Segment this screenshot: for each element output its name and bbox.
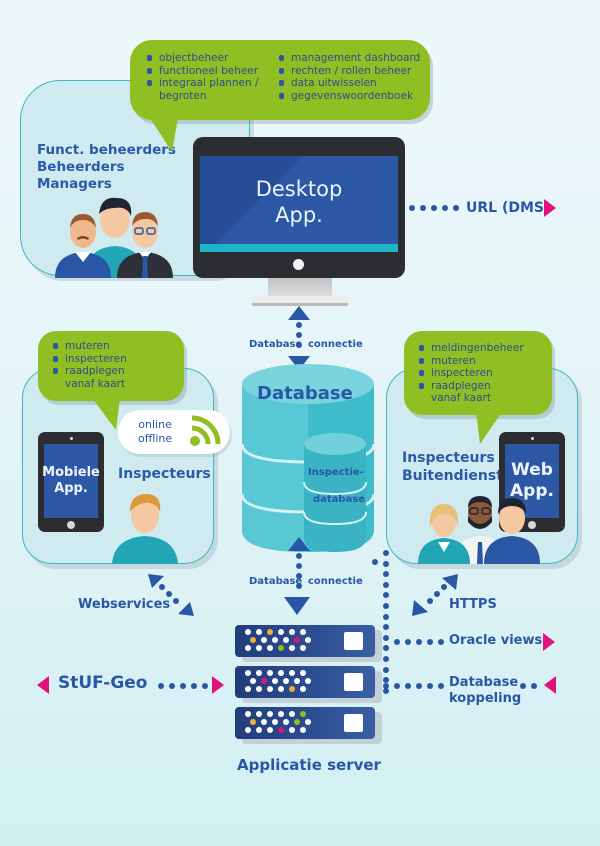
role-funct-beheerders: Funct. beheerders [37,142,176,158]
oracle-views-dots [394,639,444,645]
feature-item: integraal plannen / [146,77,259,90]
desktop-roles: Funct. beheerders Beheerders Managers [37,142,176,193]
arrow-down-icon [284,597,310,615]
cloud-offline-label: offline [138,432,173,445]
desktop-features-bubble: objectbeheer functioneel beheer integraa… [130,40,430,120]
feature-item: raadplegen [418,380,524,393]
webservices-connector [148,574,194,616]
url-connector-dots [409,205,459,211]
mobile-features-bubble: muteren inspecteren raadplegen vanaf kaa… [38,331,184,401]
screen-teal-bar [200,244,398,252]
oracle-views-label[interactable]: Oracle views [449,633,543,648]
feature-item: data uitwisselen [278,77,420,90]
desktop-monitor: Desktop App. [193,137,405,278]
db-koppeling-arrow-left-icon [544,676,556,694]
feature-item: management dashboard [278,52,420,65]
feature-item: muteren [52,340,127,353]
web-features-bubble: meldingenbeheer muteren inspecteren raad… [404,331,552,415]
monitor-stand [268,278,332,296]
bubble-tail [92,398,120,430]
arrow-up-icon [288,537,310,551]
db-connection-bottom-right: connectie [308,576,363,587]
server-unit [235,625,375,657]
feature-item: raadplegen [52,365,127,378]
db-connection-top-right: connectie [308,339,363,350]
app-server-label: Applicatie server [237,756,381,774]
managers-people-icon [55,197,173,278]
role-managers: Managers [37,176,112,192]
webservices-label[interactable]: Webservices [78,597,171,612]
role-beheerders: Beheerders [37,159,125,175]
feature-item: muteren [418,355,524,368]
stuf-geo-label[interactable]: StUF-Geo [58,673,148,693]
feature-item: functioneel beheer [146,65,259,78]
stuf-geo-arrow-right-icon [212,676,224,694]
inspectie-database-line1: Inspectie- [308,467,364,478]
feature-item: begroten [159,89,207,102]
database-cylinder [240,364,376,552]
https-label[interactable]: HTTPS [449,597,497,612]
inspectie-database-line2: database [313,494,366,505]
desktop-app-label: Desktop App. [255,177,343,227]
bubble-tail [476,412,502,444]
feature-item: inspecteren [418,367,524,380]
feature-item: gegevenswoordenboek [278,90,420,103]
cloud-online-label: online [138,418,172,431]
role-buitendienst: Buitendienst [402,468,503,484]
https-connector [412,574,458,616]
db-connection-bottom-dots [296,553,302,589]
desktop-features-right: management dashboard rechten / rollen be… [278,52,420,102]
db-koppeling-dots [383,683,444,689]
role-inspecteurs: Inspecteurs [402,450,495,466]
monitor-power-button [293,259,304,270]
db-side-top-dot [372,550,378,569]
database-title: Database [257,383,353,404]
feature-item: objectbeheer [146,52,259,65]
web-role-label: Inspecteurs Buitendienst [402,449,503,485]
url-arrow-right-icon [544,199,556,217]
oracle-views-arrow-right-icon [543,633,555,651]
arrow-up-icon [288,306,310,320]
monitor-screen: Desktop App. [200,156,398,252]
stuf-geo-dots [158,683,208,689]
feature-item: meldingenbeheer [418,342,524,355]
server-unit [235,666,375,698]
db-connection-top-left: Database [249,339,303,350]
server-unit [235,707,375,739]
monitor-camera [295,145,303,160]
feature-item: vanaf kaart [65,377,125,390]
wifi-signal-icon [190,415,221,446]
bubble-tail [150,118,178,152]
db-koppeling-label[interactable]: Database koppeling [449,675,522,706]
field-inspectors-people-icon [418,496,540,564]
feature-item: vanaf kaart [431,392,491,404]
stuf-geo-arrow-left-icon [37,676,49,694]
db-connection-top-dots [296,322,302,348]
db-connection-bottom-left: Database [249,576,303,587]
url-dms-label[interactable]: URL (DMS) [466,200,551,216]
inspector-person-icon [112,494,178,564]
feature-item: inspecteren [52,353,127,366]
inspecteurs-label: Inspecteurs [118,466,211,482]
monitor-base [252,296,348,306]
desktop-features-left: objectbeheer functioneel beheer integraa… [146,52,259,102]
db-koppeling-tail-dots [520,683,537,689]
feature-item: rechten / rollen beheer [278,65,420,78]
db-side-vertical-dots [383,550,389,694]
sync-cloud: online offline [118,410,230,454]
